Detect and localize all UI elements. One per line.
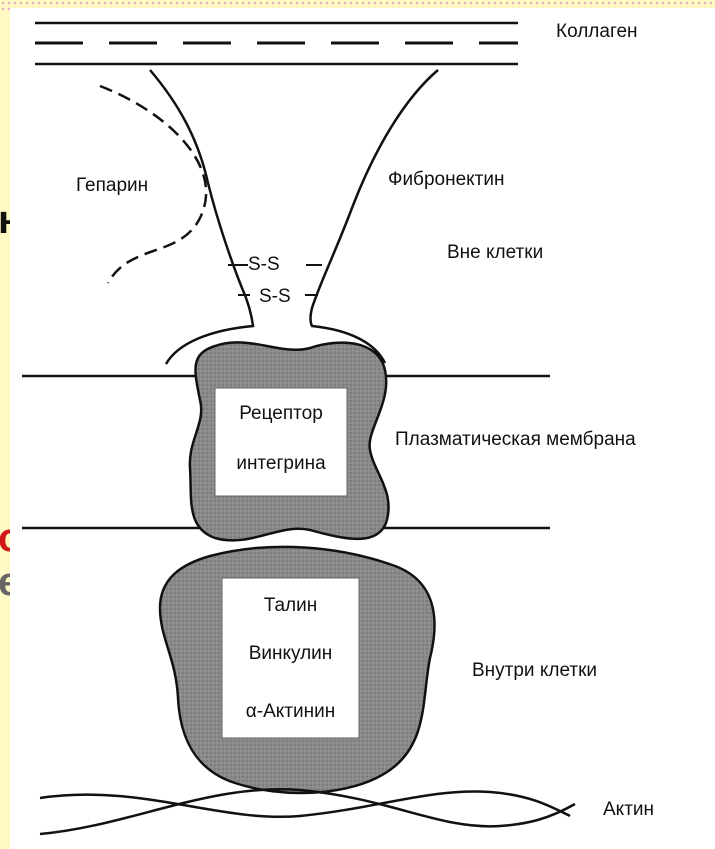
plasma-membrane-label: Плазматическая мембрана xyxy=(395,430,636,449)
heparin-label: Гепарин xyxy=(76,176,148,195)
cytoplasmic-box-line-1: Талин xyxy=(222,596,359,615)
ss-bond-1-label: S-S xyxy=(248,255,280,274)
cytoplasmic-box-line-2: Винкулин xyxy=(222,644,359,663)
collagen-label: Коллаген xyxy=(556,22,638,41)
cytoplasmic-box-line-3: α-Актинин xyxy=(222,702,359,721)
actin-strand-1 xyxy=(40,791,570,816)
fibronectin-label: Фибронектин xyxy=(388,170,504,189)
integrin-box-line-1: Рецептор xyxy=(215,404,347,423)
ss-bond-2-label: S-S xyxy=(259,287,291,306)
inside-cell-label: Внутри клетки xyxy=(472,661,597,680)
diagram-frame: Коллаген Гепарин Фибронектин Вне клетки … xyxy=(10,8,715,849)
collagen-fiber xyxy=(35,23,518,64)
fibronectin-right-arm xyxy=(311,70,439,363)
integrin-box-line-2: интегрина xyxy=(215,454,347,473)
outside-cell-label: Вне клетки xyxy=(447,243,543,262)
actin-label: Актин xyxy=(603,800,654,819)
